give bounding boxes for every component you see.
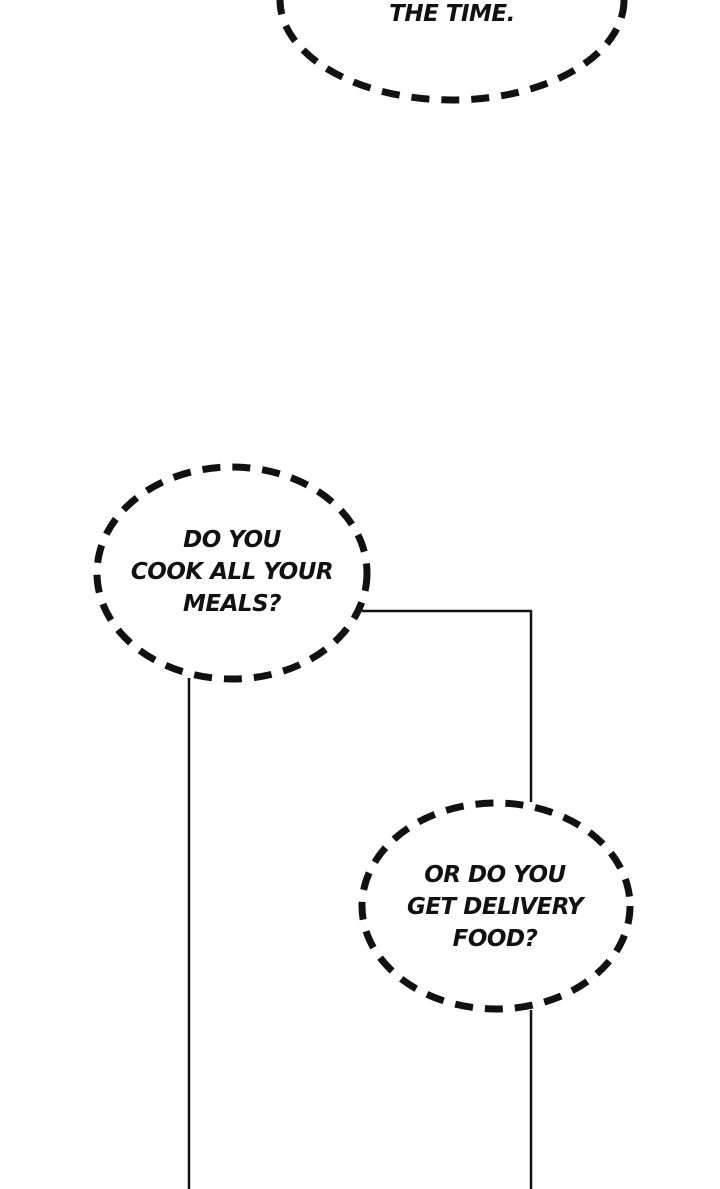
bubble-2-line-1: DO YOU (183, 527, 281, 553)
bubble-2-outline (93, 463, 371, 683)
bubble-3-line-1: OR DO YOU (424, 862, 566, 888)
bubble-1-text: THE TIME. (352, 0, 552, 30)
bubble-2-line-3: MEALS? (183, 591, 281, 617)
bubble-2-text: DO YOU COOK ALL YOUR MEALS? (122, 524, 342, 620)
connector-line-1 (362, 609, 533, 802)
bubble-2-line-2: COOK ALL YOUR (130, 559, 334, 585)
bubble-1-outline (276, 0, 628, 104)
bubble-3-line-2: GET DELIVERY (406, 894, 584, 920)
bubble-3-line-3: FOOD? (452, 926, 538, 952)
bubble-1-line-1: THE TIME. (389, 1, 515, 27)
bubble-3-outline (358, 799, 634, 1013)
bubble-3-text: OR DO YOU GET DELIVERY FOOD? (385, 859, 605, 955)
